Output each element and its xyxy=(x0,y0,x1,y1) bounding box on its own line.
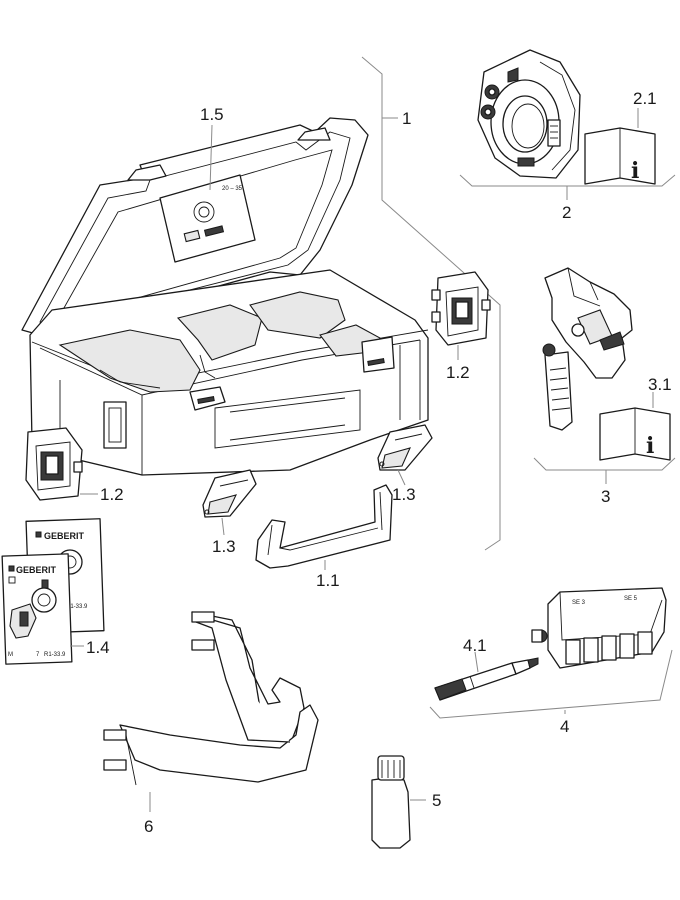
card-front-text-b: 7 xyxy=(36,652,40,658)
case-latch-right xyxy=(377,424,433,471)
info-symbol-3-1: i xyxy=(646,433,654,459)
card-front-brand: GEBERIT xyxy=(16,565,57,575)
label-1-3-left: 1.3 xyxy=(212,537,236,556)
label-1-2-left: 1.2 xyxy=(100,485,124,504)
label-4-1: 4.1 xyxy=(463,636,487,655)
group-1-bracket xyxy=(361,56,501,551)
label-1: 1 xyxy=(402,109,411,128)
lid-sticker-text: 20 – 35 xyxy=(222,186,243,192)
marker-pen xyxy=(434,657,539,701)
callout-labels: 1.5 1 2.1 2 1.2 3.1 3 1.2 1.3 1.3 1.1 1.… xyxy=(86,89,672,836)
label-3-1: 3.1 xyxy=(648,375,672,394)
marker-strip-label-2: SE 5 xyxy=(624,596,638,602)
case-clip-left xyxy=(25,427,83,501)
label-2-1: 2.1 xyxy=(633,89,657,108)
manual-book-3-1: i xyxy=(599,407,671,461)
card-front-text: M xyxy=(8,652,13,658)
marker-strip-label-1: SE 3 xyxy=(572,600,586,606)
card-back-brand: GEBERIT xyxy=(44,531,85,541)
label-2: 2 xyxy=(562,203,571,222)
shoulder-strap xyxy=(103,611,319,786)
lubricant-bottle xyxy=(371,755,411,849)
tool-case: 20 – 35 xyxy=(21,117,429,476)
card-front-code: R1-33.9 xyxy=(44,652,66,658)
press-ring xyxy=(477,49,581,179)
case-clip-right xyxy=(431,271,491,346)
case-latch-left xyxy=(202,469,257,518)
info-symbol-2-1: i xyxy=(631,158,639,184)
label-4: 4 xyxy=(560,717,569,736)
card-back-code: R1-33.9 xyxy=(66,604,88,610)
marker-holder: SE 3 SE 5 xyxy=(531,587,667,669)
insert-card-front: GEBERIT M 7 R1-33.9 xyxy=(1,553,73,665)
label-1-3-right: 1.3 xyxy=(392,485,416,504)
label-1-5: 1.5 xyxy=(200,105,224,124)
case-handle xyxy=(255,484,393,569)
label-1-2-right: 1.2 xyxy=(446,363,470,382)
label-3: 3 xyxy=(601,487,610,506)
lid-instruction-sticker: 20 – 35 xyxy=(159,174,256,263)
label-6: 6 xyxy=(144,817,153,836)
label-1-4: 1.4 xyxy=(86,638,110,657)
label-5: 5 xyxy=(432,791,441,810)
manual-book-2-1: i xyxy=(584,127,656,185)
label-1-1: 1.1 xyxy=(316,571,340,590)
adapter-jaw xyxy=(542,267,633,431)
